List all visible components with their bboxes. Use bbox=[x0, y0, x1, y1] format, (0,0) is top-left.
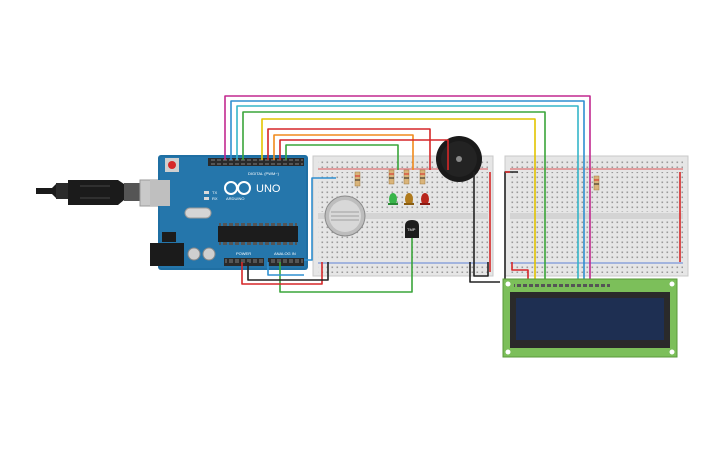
wire-green-long bbox=[242, 111, 546, 280]
wire-green-temp bbox=[279, 238, 413, 293]
atmega-chip bbox=[218, 226, 298, 242]
resistor bbox=[419, 169, 426, 185]
wire-blue-a0 bbox=[304, 177, 336, 261]
wires bbox=[224, 95, 681, 293]
wire-orange bbox=[273, 134, 414, 170]
gas-sensor-icon bbox=[324, 195, 366, 237]
resistor bbox=[354, 171, 361, 187]
breadboard-right bbox=[504, 155, 689, 277]
lcd-display bbox=[502, 278, 678, 358]
wire-red-2 bbox=[279, 139, 449, 170]
resistor bbox=[593, 175, 600, 191]
wire-black-gnd bbox=[247, 262, 329, 281]
analog-label: ANALOG IN bbox=[274, 251, 296, 256]
arduino-brand: UNO bbox=[256, 183, 281, 195]
crystal bbox=[184, 207, 212, 219]
resistor bbox=[388, 169, 395, 185]
resistor bbox=[403, 169, 410, 185]
wire-red-lcd bbox=[511, 262, 529, 280]
capacitor bbox=[187, 247, 201, 261]
wire-yellow bbox=[261, 118, 536, 280]
reset-button-icon[interactable] bbox=[165, 158, 179, 172]
led-label-rx: RX bbox=[212, 196, 218, 201]
power-label: POWER bbox=[236, 251, 251, 256]
wire-blue-a1 bbox=[267, 262, 304, 276]
arduino-uno-board: DIGITAL (PWM~) UNO ARDUINO TX RX POWER bbox=[150, 155, 308, 270]
capacitor bbox=[202, 247, 216, 261]
power-jack bbox=[150, 243, 184, 266]
wire-black-buzzer bbox=[473, 172, 489, 277]
wire-red-1 bbox=[267, 128, 431, 170]
led-green bbox=[388, 193, 398, 205]
lcd-screen bbox=[516, 298, 664, 340]
arduino-sub-brand: ARDUINO bbox=[226, 196, 244, 201]
led-orange bbox=[404, 193, 414, 205]
wire-cyan bbox=[236, 105, 579, 280]
wire-green-short bbox=[285, 144, 399, 170]
wire-blue bbox=[230, 100, 585, 280]
buzzer-icon bbox=[436, 136, 482, 182]
digital-label: DIGITAL (PWM~) bbox=[248, 171, 280, 176]
temperature-sensor: TMP bbox=[405, 220, 419, 238]
temp-sensor-label: TMP bbox=[407, 227, 416, 232]
wire-magenta bbox=[224, 95, 591, 280]
wire-black-rail bbox=[469, 262, 500, 283]
arduino-logo: UNO ARDUINO bbox=[224, 181, 281, 201]
wire-red-5v bbox=[241, 262, 323, 285]
led-label-tx: TX bbox=[212, 190, 217, 195]
led-red bbox=[420, 193, 430, 205]
